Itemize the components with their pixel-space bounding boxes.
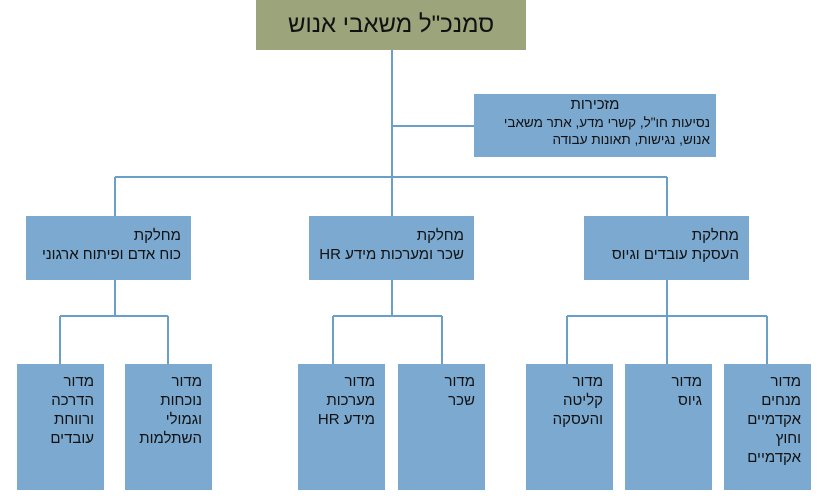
dept-name: שכר ומערכות מידע HR bbox=[319, 246, 464, 263]
unit-recruitment: מדור גיוס bbox=[625, 364, 712, 490]
dept-manpower-org-dev: מחלקת כוח אדם ופיתוח ארגוני bbox=[26, 216, 191, 280]
unit-attendance-study-grants: מדור נוכחות וגמולי השתלמות bbox=[125, 364, 212, 490]
unit-label: מדור bbox=[171, 373, 202, 390]
unit-line: והעסקה bbox=[552, 411, 603, 428]
dept-label: מחלקת bbox=[691, 227, 739, 244]
unit-label: מדור bbox=[344, 373, 375, 390]
unit-line: וגמולי bbox=[165, 411, 202, 428]
unit-line: קליטה bbox=[563, 392, 603, 409]
unit-label: מדור bbox=[770, 373, 801, 390]
unit-onboarding-employment: מדור קליטה והעסקה bbox=[526, 364, 613, 490]
secretariat-line-2: אנוש, נגישות, תאונות עבודה bbox=[552, 132, 710, 147]
dept-name: העסקת עובדים וגיוס bbox=[611, 246, 739, 263]
secretariat-line-1: נסיעות חו"ל, קשרי מדע, אתר משאבי bbox=[503, 115, 710, 130]
secretariat-title: מזכירות bbox=[570, 96, 620, 113]
unit-line: אקדמיים bbox=[747, 411, 801, 428]
dept-label: מחלקת bbox=[133, 227, 181, 244]
unit-line: מנחים bbox=[761, 392, 801, 409]
unit-academic-advisors: מדור מנחים אקדמיים וחוץ אקדמיים bbox=[724, 364, 811, 490]
dept-name: כוח אדם ופיתוח ארגוני bbox=[41, 246, 181, 263]
unit-line: וחוץ bbox=[775, 430, 801, 447]
unit-line: ורווחת bbox=[54, 411, 94, 428]
unit-hr-info-systems: מדור מערכות מידע HR bbox=[298, 364, 385, 490]
unit-line: שכר bbox=[448, 392, 475, 409]
unit-label: מדור bbox=[63, 373, 94, 390]
unit-label: מדור bbox=[444, 373, 475, 390]
unit-line: אקדמיים bbox=[747, 449, 801, 466]
unit-label: מדור bbox=[671, 373, 702, 390]
head-title: סמנכ"ל משאבי אנוש bbox=[287, 11, 495, 38]
unit-training-welfare: מדור הדרכה ורווחת עובדים bbox=[17, 364, 104, 490]
dept-label: מחלקת bbox=[416, 227, 464, 244]
dept-employment-recruitment: מחלקת העסקת עובדים וגיוס bbox=[584, 216, 749, 280]
unit-line: עובדים bbox=[50, 430, 94, 447]
unit-line: הדרכה bbox=[51, 392, 94, 409]
unit-line: מידע HR bbox=[317, 411, 375, 428]
unit-line: השתלמות bbox=[139, 430, 202, 447]
unit-line: מערכות bbox=[326, 392, 375, 409]
head-box: סמנכ"ל משאבי אנוש bbox=[256, 0, 526, 50]
dept-salary-hr-systems: מחלקת שכר ומערכות מידע HR bbox=[309, 216, 474, 280]
secretariat-box: מזכירות נסיעות חו"ל, קשרי מדע, אתר משאבי… bbox=[474, 94, 716, 157]
unit-line: נוכחות bbox=[160, 392, 202, 409]
unit-line: גיוס bbox=[678, 392, 702, 409]
unit-salary: מדור שכר bbox=[398, 364, 485, 490]
unit-label: מדור bbox=[572, 373, 603, 390]
